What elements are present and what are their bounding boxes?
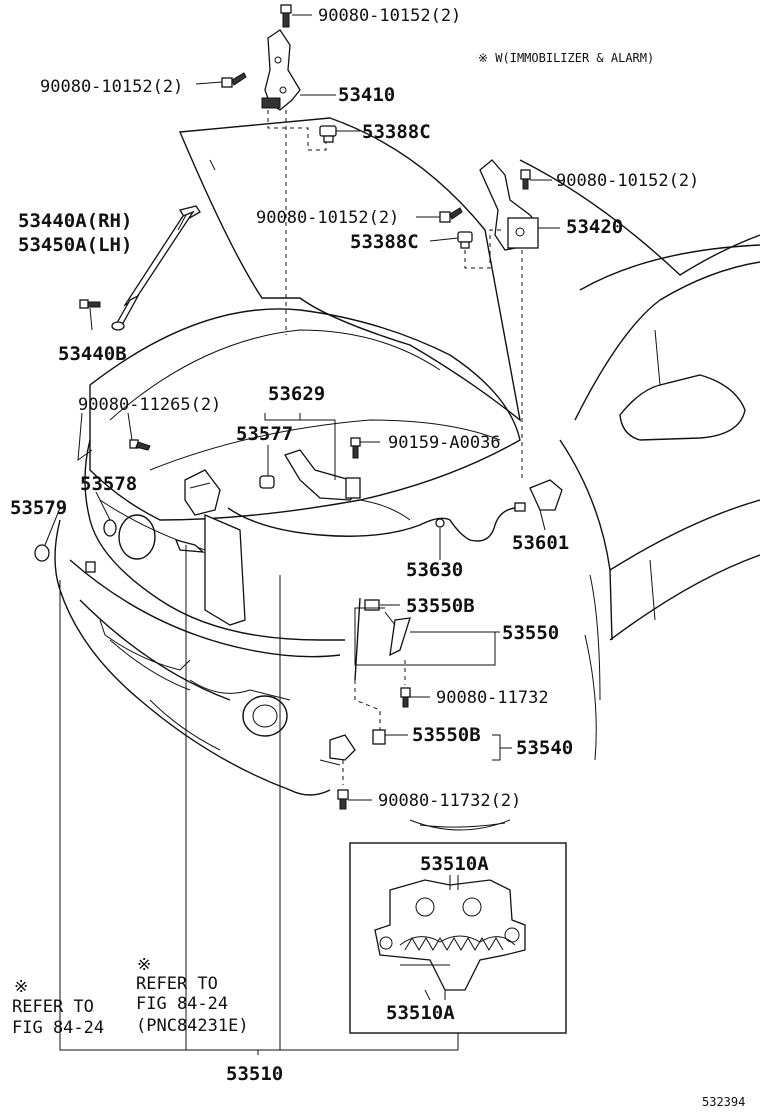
ref-mid-mark: ※: [137, 955, 151, 975]
release-lever: [514, 479, 563, 512]
bolt-11265: [129, 439, 151, 451]
label-support-bolt: 53440B: [58, 343, 127, 365]
bolt-top: [280, 4, 292, 28]
label-53577: 53577: [236, 423, 293, 445]
label-53578: 53578: [80, 473, 137, 495]
vehicle-body-outline: [54, 117, 760, 831]
cushion-53578: [103, 519, 117, 537]
bolt-grille: [85, 561, 96, 573]
label-bolt-right-b: 90080-10152(2): [256, 208, 399, 228]
bracket-53629: [284, 449, 361, 501]
screw-a0036: [350, 437, 361, 459]
label-support-rh: 53440A(RH): [18, 210, 132, 232]
bolt-left: [221, 72, 247, 88]
label-53550b-1: 53550B: [406, 595, 475, 617]
release-cable: [227, 507, 516, 542]
label-bolt-a0036: 90159-A0036: [388, 433, 501, 453]
latch-lever-53550: [354, 597, 411, 681]
label-53550: 53550: [502, 622, 559, 644]
label-53510a-bot: 53510A: [386, 1002, 455, 1024]
label-bolt-11732: 90080-11732: [436, 688, 549, 708]
label-53579: 53579: [10, 497, 67, 519]
label-support-lh: 53450A(LH): [18, 234, 132, 256]
hood-lock-assembly: [174, 469, 246, 626]
note-immobilizer: ※ W(IMMOBILIZER & ALARM): [478, 51, 654, 65]
leader-lines: [44, 14, 560, 1055]
label-cushion-lh: 53388C: [350, 231, 419, 253]
hood-hinge-lh: [479, 159, 539, 251]
label-bolt-left: 90080-10152(2): [40, 77, 183, 97]
label-hinge-rh: 53410: [338, 84, 395, 106]
label-53550b-2: 53550B: [412, 724, 481, 746]
label-hinge-lh: 53420: [566, 216, 623, 238]
hood-hinge-rh: [261, 29, 301, 111]
clamp-53577: [259, 475, 275, 489]
label-53510a-top: 53510A: [420, 853, 489, 875]
hood-cushion-rh: [319, 125, 337, 143]
bolt-right-b: [439, 207, 463, 223]
label-bolt-right-a: 90080-10152(2): [556, 171, 699, 191]
label-bolt-11732-2: 90080-11732(2): [378, 791, 521, 811]
label-bolt-top: 90080-10152(2): [318, 6, 461, 26]
hood-cushion-lh: [457, 231, 473, 249]
ref-mid-line3: (PNC84231E): [136, 1016, 249, 1036]
label-53629: 53629: [268, 383, 325, 405]
ref-left-line2: FIG 84-24: [12, 1018, 104, 1038]
labels: ※ W(IMMOBILIZER & ALARM) 90080-10152(2) …: [10, 6, 745, 1109]
label-53601: 53601: [512, 532, 569, 554]
ref-left-line1: REFER TO: [12, 997, 94, 1017]
label-53540: 53540: [516, 737, 573, 759]
label-bolt-11265: 90080-11265(2): [78, 395, 221, 415]
label-53630: 53630: [406, 559, 463, 581]
hood-support: [111, 205, 201, 331]
ref-left-mark: ※: [14, 977, 28, 997]
parts: [34, 4, 567, 1034]
bracket-53540: [319, 729, 386, 766]
label-cushion-rh: 53388C: [362, 121, 431, 143]
ref-mid-line2: FIG 84-24: [136, 994, 228, 1014]
bolt-right-a: [520, 169, 531, 190]
plug-53579: [34, 544, 50, 562]
bolt-11732: [400, 687, 411, 708]
bolt-11732-2: [337, 789, 349, 810]
label-53510: 53510: [226, 1063, 283, 1085]
ref-mid-line1: REFER TO: [136, 974, 218, 994]
figure-id: 532394: [702, 1095, 745, 1109]
support-bolt: [79, 299, 101, 309]
